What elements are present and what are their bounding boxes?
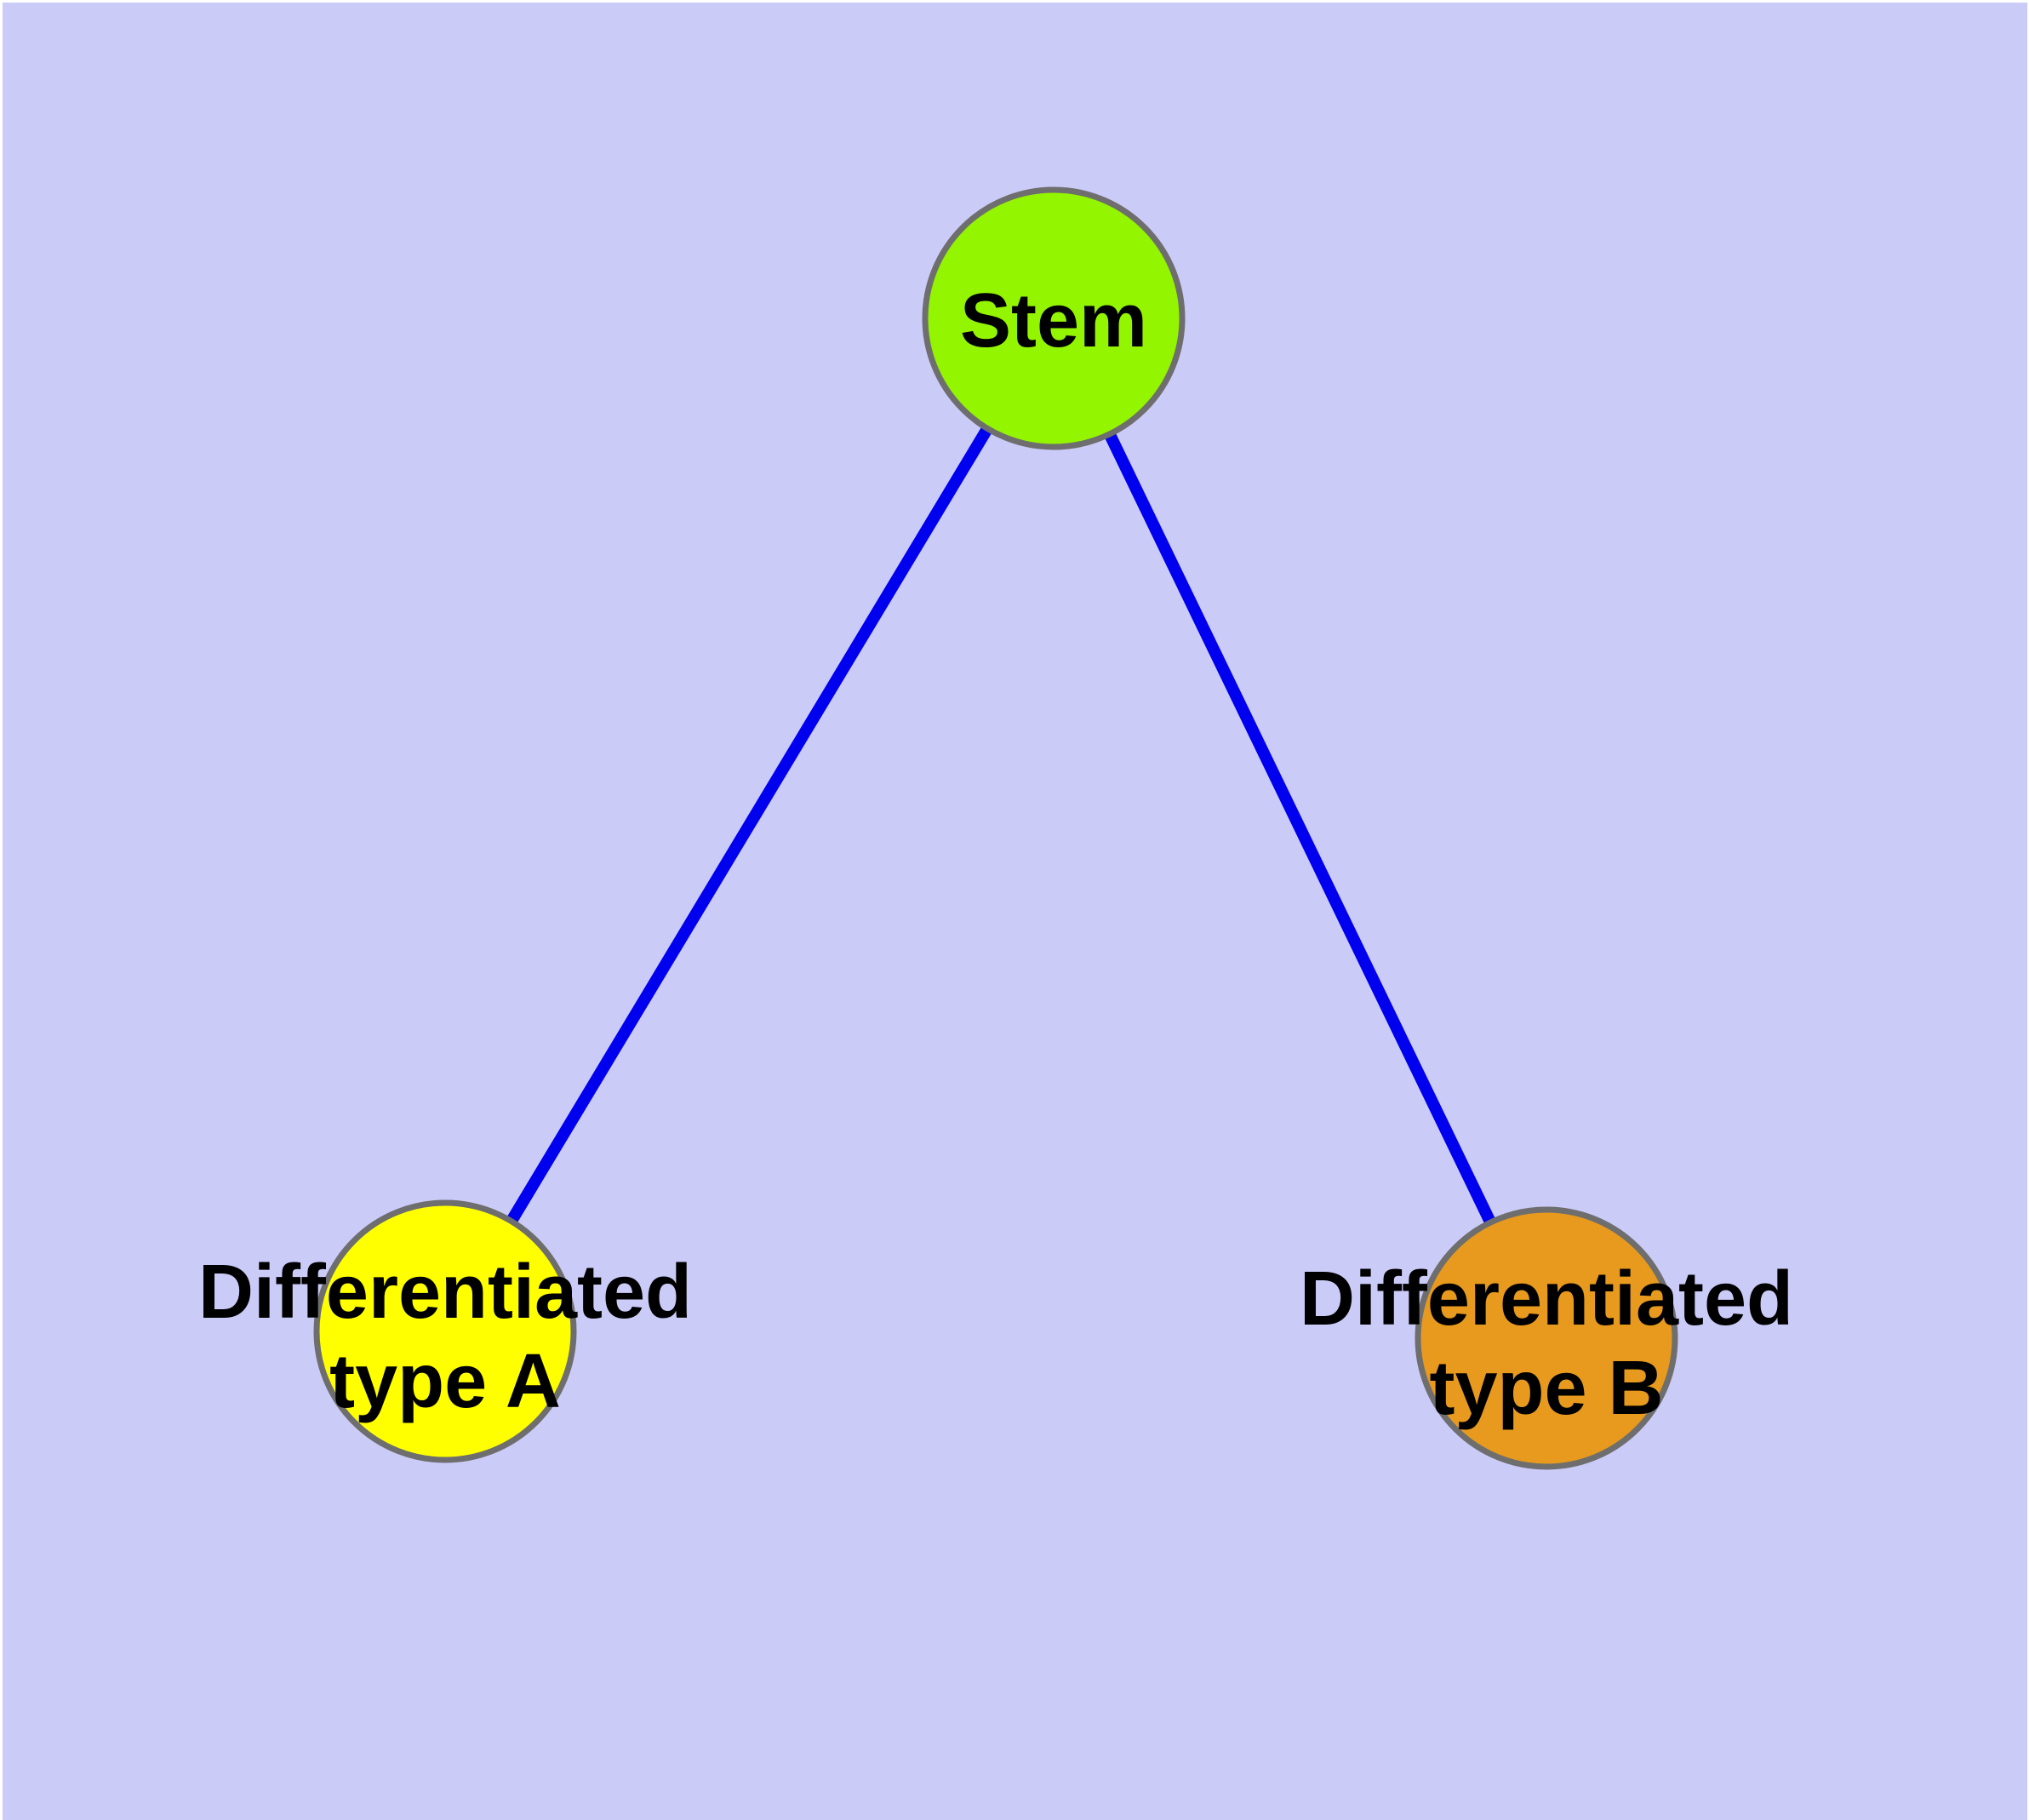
- node-differentiated-type-b-circle: [1415, 1206, 1678, 1470]
- edge-stem-to-type-b: [1048, 315, 1552, 1342]
- node-type-b-label-line1: Differentiated: [1300, 1256, 1793, 1342]
- node-type-a-label-line2: type A: [329, 1339, 561, 1424]
- node-stem-circle: [922, 186, 1186, 450]
- node-differentiated-type-a-circle: [313, 1199, 577, 1463]
- edge-stem-to-type-a: [439, 315, 1060, 1335]
- node-type-a-label-line1: Differentiated: [198, 1250, 692, 1335]
- node-type-b-label-line2: type B: [1429, 1346, 1663, 1431]
- node-stem-label: Stem: [960, 278, 1147, 363]
